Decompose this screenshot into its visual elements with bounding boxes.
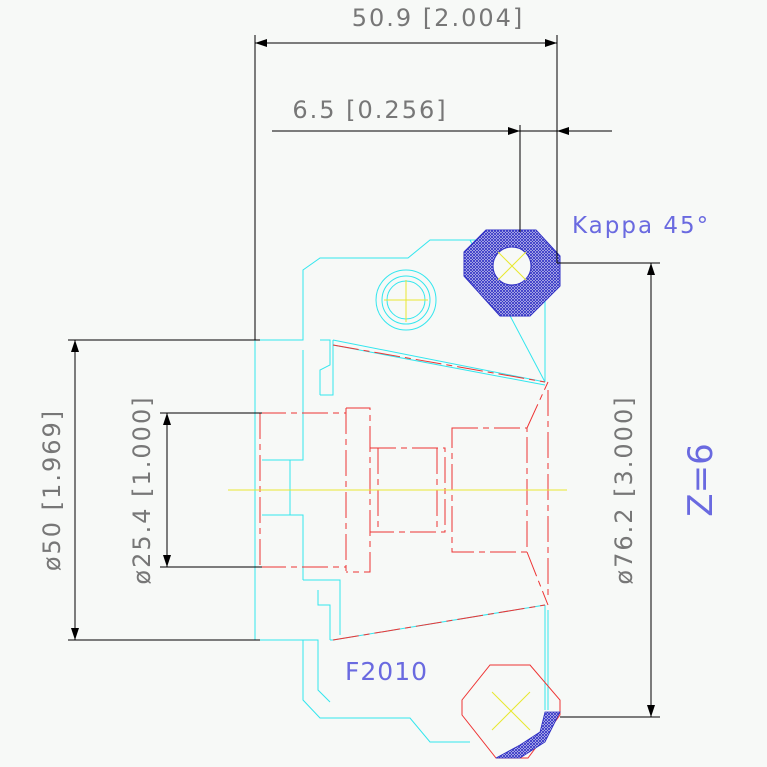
cutter-diameter-dimension: ø76.2 [3.000] bbox=[557, 262, 660, 718]
cutter-diameter-label: ø76.2 [3.000] bbox=[610, 395, 638, 584]
lead-angle-label: Kappa 45° bbox=[572, 213, 710, 239]
overall-width-label: 50.9 [2.004] bbox=[352, 4, 525, 32]
hidden-bore-features bbox=[259, 344, 549, 641]
insert-code-label: F2010 bbox=[345, 657, 428, 686]
bore-diameter-dimension: ø25.4 [1.000] bbox=[128, 395, 262, 585]
bore-diameter-label: ø25.4 [1.000] bbox=[128, 395, 156, 584]
top-insert bbox=[463, 229, 561, 317]
overall-width-dimension: 50.9 [2.004] bbox=[254, 4, 558, 340]
shank-diameter-dimension: ø50 [1.969] bbox=[38, 339, 260, 641]
shank-diameter-label: ø50 [1.969] bbox=[38, 409, 66, 571]
insert-offset-dimension: 6.5 [0.256] bbox=[272, 96, 612, 232]
bottom-insert bbox=[461, 664, 561, 759]
insert-offset-label: 6.5 [0.256] bbox=[292, 96, 447, 124]
teeth-count-label: Z=6 bbox=[681, 443, 721, 516]
